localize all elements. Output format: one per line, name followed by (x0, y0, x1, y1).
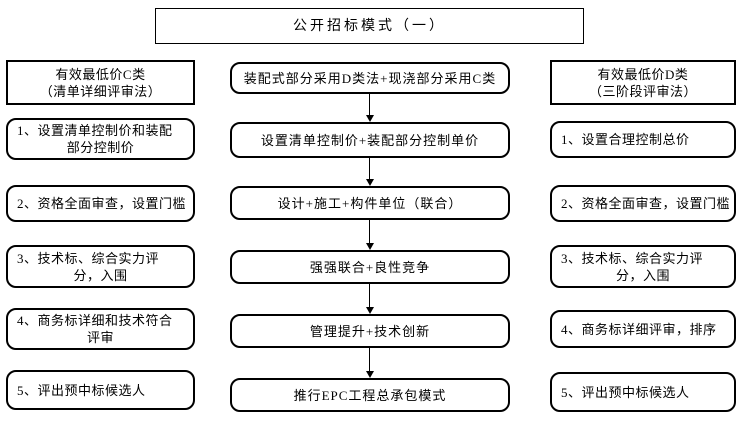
middle-step-5-box: 推行EPC工程总承包模式 (230, 378, 510, 412)
left-step-5-box: 5、评出预中标候选人 (6, 370, 195, 410)
left-step-2-line-1: 2、资格全面审查，设置门槛 (17, 196, 187, 211)
arrow-shaft (369, 94, 370, 116)
arrow-head (366, 307, 374, 314)
left-step-3-box: 3、技术标、综合实力评 分，入围 (6, 245, 195, 288)
arrow-head (366, 371, 374, 378)
diagram-title: 公开招标模式（一） (293, 18, 446, 34)
middle-step-3-label: 强强联合+良性竞争 (309, 259, 431, 275)
left-header-line-2: （清单详细评审法） (39, 83, 162, 99)
arrow-down-icon (365, 348, 375, 378)
left-step-4-box: 4、商务标详细和技术符合 评审 (6, 308, 195, 350)
right-step-3-box: 3、技术标、综合实力评 分，入围 (550, 245, 736, 288)
middle-step-2-label: 设计+施工+构件单位（联合） (277, 195, 463, 211)
middle-step-3-box: 强强联合+良性竞争 (230, 250, 510, 284)
left-step-1-line-1: 1、设置清单控制价和装配 (17, 123, 173, 138)
arrow-shaft (369, 158, 370, 180)
middle-header-label: 装配式部分采用D类法+现浇部分采用C类 (243, 70, 497, 86)
arrow-head (366, 179, 374, 186)
right-step-4-line-1: 4、商务标详细评审，排序 (561, 321, 717, 337)
right-column-header: 有效最低价D类 （三阶段评审法） (550, 60, 736, 105)
diagram-title-box: 公开招标模式（一） (155, 8, 584, 44)
left-step-1-box: 1、设置清单控制价和装配 部分控制价 (6, 118, 195, 160)
arrow-down-icon (365, 220, 375, 250)
left-step-3-line-1: 3、技术标、综合实力评 (17, 250, 160, 266)
left-header-line-1: 有效最低价C类 (55, 66, 146, 82)
right-step-4-box: 4、商务标详细评审，排序 (550, 310, 736, 348)
middle-column-header: 装配式部分采用D类法+现浇部分采用C类 (230, 62, 510, 94)
left-step-3-line-2: 分，入围 (73, 267, 128, 283)
left-step-2-box: 2、资格全面审查，设置门槛 (6, 185, 195, 222)
middle-step-2-box: 设计+施工+构件单位（联合） (230, 186, 510, 220)
right-step-3-line-2: 分，入围 (615, 267, 670, 283)
left-column-header: 有效最低价C类 （清单详细评审法） (6, 60, 195, 105)
middle-step-1-box: 设置清单控制价+装配部分控制单价 (230, 122, 510, 158)
arrow-shaft (369, 284, 370, 308)
right-step-5-box: 5、评出预中标候选人 (550, 372, 736, 412)
middle-step-1-label: 设置清单控制价+装配部分控制单价 (260, 132, 480, 148)
right-step-2-box: 2、资格全面审查，设置门槛 (550, 185, 736, 222)
right-step-2-line-1: 2、资格全面审查，设置门槛 (561, 196, 731, 211)
right-step-1-box: 1、设置合理控制总价 (550, 121, 736, 158)
arrow-shaft (369, 220, 370, 244)
arrow-head (366, 115, 374, 122)
left-step-4-line-1: 4、商务标详细和技术符合 (17, 313, 173, 328)
arrow-head (366, 243, 374, 250)
middle-step-4-label: 管理提升+技术创新 (309, 323, 431, 339)
left-step-4-line-2: 评审 (86, 330, 114, 345)
arrow-shaft (369, 348, 370, 372)
arrow-down-icon (365, 94, 375, 122)
right-step-1-line-1: 1、设置合理控制总价 (561, 132, 690, 147)
right-header-line-2: （三阶段评审法） (588, 83, 697, 99)
left-step-1-line-2: 部分控制价 (66, 140, 135, 155)
arrow-down-icon (365, 158, 375, 186)
right-step-3-line-1: 3、技术标、综合实力评 (561, 250, 704, 266)
middle-step-5-label: 推行EPC工程总承包模式 (293, 387, 447, 403)
arrow-down-icon (365, 284, 375, 314)
right-step-5-line-1: 5、评出预中标候选人 (561, 384, 690, 400)
middle-step-4-box: 管理提升+技术创新 (230, 314, 510, 348)
right-header-line-1: 有效最低价D类 (597, 66, 689, 82)
left-step-5-line-1: 5、评出预中标候选人 (17, 382, 146, 398)
